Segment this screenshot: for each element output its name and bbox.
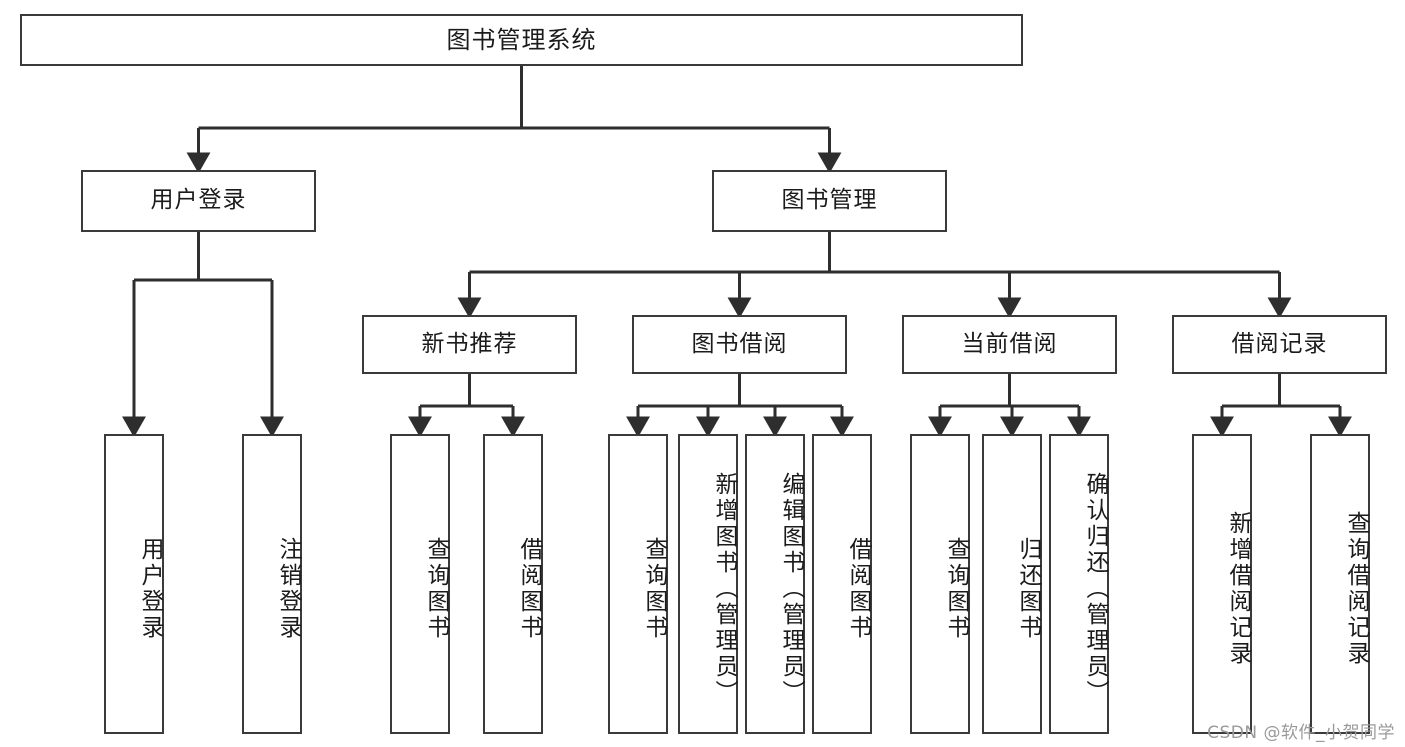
node-leaf-return-book-label: 归还图书 <box>1015 537 1041 641</box>
node-leaf-borrow-book-label: 借阅图书 <box>845 537 871 641</box>
node-leaf-add-record[interactable]: 新增借阅记录 <box>1192 434 1252 734</box>
node-leaf-user-logout-label: 注销登录 <box>275 537 301 641</box>
node-leaf-user-login-label: 用户登录 <box>137 537 163 641</box>
node-book-manage[interactable]: 图书管理 <box>712 170 947 232</box>
node-leaf-add-book-label: 新增图书（管理员） <box>711 472 737 706</box>
node-new-book-rec-label: 新书推荐 <box>421 330 518 357</box>
node-leaf-borrow-book[interactable]: 借阅图书 <box>812 434 872 734</box>
node-current-borrow-label: 当前借阅 <box>961 330 1058 357</box>
node-user-login[interactable]: 用户登录 <box>81 170 316 232</box>
node-leaf-query-book-rec-label: 查询图书 <box>423 537 449 641</box>
watermark-text: CSDN @软件_小贺同学 <box>1207 723 1395 743</box>
node-leaf-confirm-return[interactable]: 确认归还（管理员） <box>1049 434 1109 734</box>
node-leaf-borrow-book-rec[interactable]: 借阅图书 <box>483 434 543 734</box>
node-book-manage-label: 图书管理 <box>781 187 878 214</box>
node-leaf-user-login[interactable]: 用户登录 <box>104 434 164 734</box>
node-user-login-label: 用户登录 <box>150 187 247 214</box>
node-book-borrow-label: 图书借阅 <box>691 330 788 357</box>
node-new-book-rec[interactable]: 新书推荐 <box>362 315 577 374</box>
node-root-label: 图书管理系统 <box>446 25 597 54</box>
node-leaf-return-book[interactable]: 归还图书 <box>982 434 1042 734</box>
node-leaf-edit-book-label: 编辑图书（管理员） <box>778 472 804 706</box>
node-leaf-borrow-book-rec-label: 借阅图书 <box>516 537 542 641</box>
node-leaf-confirm-return-label: 确认归还（管理员） <box>1082 472 1108 706</box>
node-borrow-record-label: 借阅记录 <box>1231 330 1328 357</box>
node-leaf-query-book-cur-label: 查询图书 <box>943 537 969 641</box>
node-leaf-query-book-borrow-label: 查询图书 <box>641 537 667 641</box>
node-leaf-edit-book[interactable]: 编辑图书（管理员） <box>745 434 805 734</box>
node-leaf-query-record[interactable]: 查询借阅记录 <box>1310 434 1370 734</box>
node-book-borrow[interactable]: 图书借阅 <box>632 315 847 374</box>
node-root[interactable]: 图书管理系统 <box>20 14 1023 66</box>
node-leaf-add-book[interactable]: 新增图书（管理员） <box>678 434 738 734</box>
node-leaf-query-book-borrow[interactable]: 查询图书 <box>608 434 668 734</box>
node-current-borrow[interactable]: 当前借阅 <box>902 315 1117 374</box>
node-leaf-query-record-label: 查询借阅记录 <box>1343 511 1369 667</box>
node-leaf-query-book-rec[interactable]: 查询图书 <box>390 434 450 734</box>
node-leaf-add-record-label: 新增借阅记录 <box>1225 511 1251 667</box>
node-leaf-user-logout[interactable]: 注销登录 <box>242 434 302 734</box>
node-borrow-record[interactable]: 借阅记录 <box>1172 315 1387 374</box>
node-leaf-query-book-cur[interactable]: 查询图书 <box>910 434 970 734</box>
